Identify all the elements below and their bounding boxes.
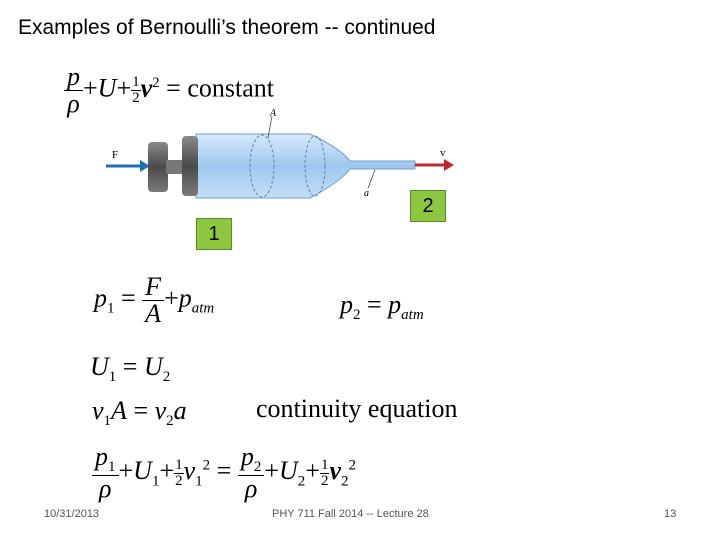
footer-date: 10/31/2013 [44,508,100,520]
area-big-label: A [269,108,277,119]
syringe-diagram: F A a v [106,108,454,199]
plunger-knob [148,142,168,192]
area-small-label: a [364,188,369,199]
label-box-1: 1 [196,218,232,250]
equation-p2: p2 = patm [340,290,424,324]
constant-text: = constant [166,73,274,103]
equation-u: U1 = U2 [90,352,171,386]
label-box-2: 2 [410,190,446,222]
footer-page: 13 [664,508,677,520]
plunger-head [182,136,198,196]
footer-center: PHY 711 Fall 2014 -- Lecture 28 [272,508,429,520]
force-label: F [112,149,118,161]
velocity-label: v [440,147,446,159]
equation-continuity: v1A = v2a [92,396,187,430]
slide-title: Examples of Bernoulli’s theorem -- conti… [18,16,436,39]
continuity-label: continuity equation [256,394,458,423]
